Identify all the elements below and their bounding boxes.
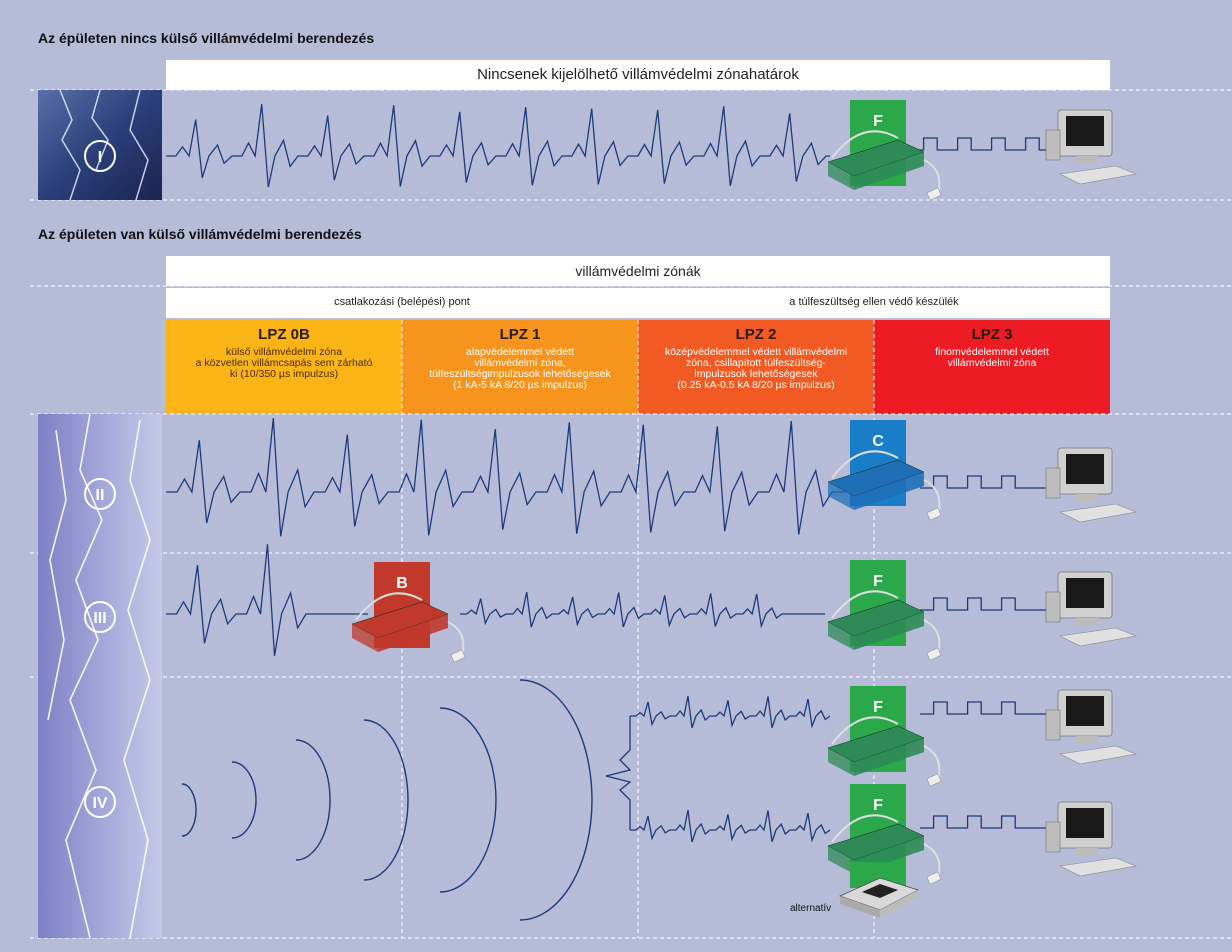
field-arc [519,679,593,921]
surge-protector-b-row-iii: B [351,562,466,663]
svg-text:F: F [873,573,883,590]
zone-desc-line: (0.25 kA-0.5 kA 8/20 µs impulzus) [677,379,835,391]
signal-coupling-row-iv [605,716,632,830]
alternative-label: alternatív [790,903,831,914]
protector-label: a túlfeszültség ellen védő készülék [789,296,959,308]
zone-lpz-2: LPZ 2 középvédelemmel védett villámvédel… [638,320,874,414]
zone-desc-line: ki (10/350 µs impulzus) [229,368,339,380]
field-arc [231,761,257,839]
section-1-banner: Nincsenek kijelölhető villámvédelmi zóna… [166,60,1110,90]
zone-lpz-1: LPZ 1 alapvédelemmel védett villámvédelm… [402,320,638,414]
row-label-ii: II [84,478,116,510]
computer-row-iv-top [1045,689,1138,765]
zone-desc-line: impulzusok lehetőségesek [694,368,818,380]
protected-signal-row-iv-top [920,701,1050,715]
field-arc [439,707,497,893]
row-label-iii: III [84,601,116,633]
signal-waveform-row-iv-bottom [630,809,831,843]
zone-lpz-0b: LPZ 0B külső villámvédelmi zóna a közvet… [166,320,402,414]
svg-text:III: III [93,610,106,627]
zone-desc-line: középvédelemmel védett villámvédelmi [664,346,848,358]
section-1-heading: Az épületen nincs külső villámvédelmi be… [38,30,375,46]
protected-signal-row-ii [920,475,1050,489]
protected-signal-row-i [910,137,1050,151]
signal-waveform-row-ii [166,418,845,537]
signal-waveform-row-iii-a [166,544,368,657]
alternative-socket [839,862,919,918]
zone-name: LPZ 2 [735,326,777,343]
svg-text:I: I [98,149,102,166]
computer-row-ii [1045,447,1138,523]
zone-name: LPZ 3 [971,326,1013,343]
svg-text:II: II [96,487,105,504]
signal-waveform-row-iv-top [630,695,831,729]
field-arc [363,719,409,881]
zone-desc-line: finomvédelemmel védett [935,346,1049,358]
zone-name: LPZ 0B [258,326,310,343]
entry-point-label: csatlakozási (belépési) pont [334,296,470,308]
zone-desc-line: külső villámvédelmi zóna [225,346,343,358]
computer-row-i [1045,109,1138,185]
signal-waveform-row-i [166,104,830,188]
protected-signal-row-iii [920,597,1050,611]
svg-text:F: F [873,699,883,716]
surge-protector-f-row-iv-top: F [827,686,942,787]
field-arc [181,783,197,837]
zones-banner: villámvédelmi zónák [166,256,1110,286]
svg-text:C: C [872,433,884,450]
protected-signal-row-iv-bottom [920,815,1050,829]
section-2-heading: Az épületen van külső villámvédelmi bere… [38,226,362,242]
svg-text:IV: IV [92,795,107,812]
svg-text:F: F [873,797,883,814]
separator-lines [30,89,1232,939]
zone-desc-line: (1 kA-5 kA 8/20 µs impulzus) [453,379,587,391]
zone-desc-line: a közvetlen villámcsapás sem zárható [195,357,373,369]
computer-row-iv-bottom [1045,801,1138,877]
zone-lpz-3: LPZ 3 finomvédelemmel védett villámvédel… [874,320,1110,414]
zones-subbanner: csatlakozási (belépési) pont a túlfeszül… [166,288,1110,318]
row-label-i: I [84,140,116,172]
lightning-image-2 [38,413,162,939]
zone-name: LPZ 1 [499,326,541,343]
signal-waveform-row-iii-b [460,591,825,629]
zone-desc-line: alapvédelemmel védett [466,346,574,358]
zone-desc-line: villámvédelmi zóna, [474,357,566,369]
zone-desc-line: zóna, csillapított túlfeszültség- [685,357,827,369]
surge-protector-f-row-i: F [827,100,942,201]
lightning-image-1 [38,89,162,201]
svg-text:B: B [396,575,408,592]
row-label-iv: IV [84,786,116,818]
surge-protector-c-row-ii: C [827,420,942,521]
zone-desc-line: túlfeszültségimpulzusok lehetőségesek [429,368,611,380]
computer-row-iii [1045,571,1138,647]
zone-desc-line: villámvédelmi zóna [947,357,1037,369]
surge-protector-f-row-iii: F [827,560,942,661]
field-arc [295,739,331,861]
svg-text:F: F [873,113,883,130]
